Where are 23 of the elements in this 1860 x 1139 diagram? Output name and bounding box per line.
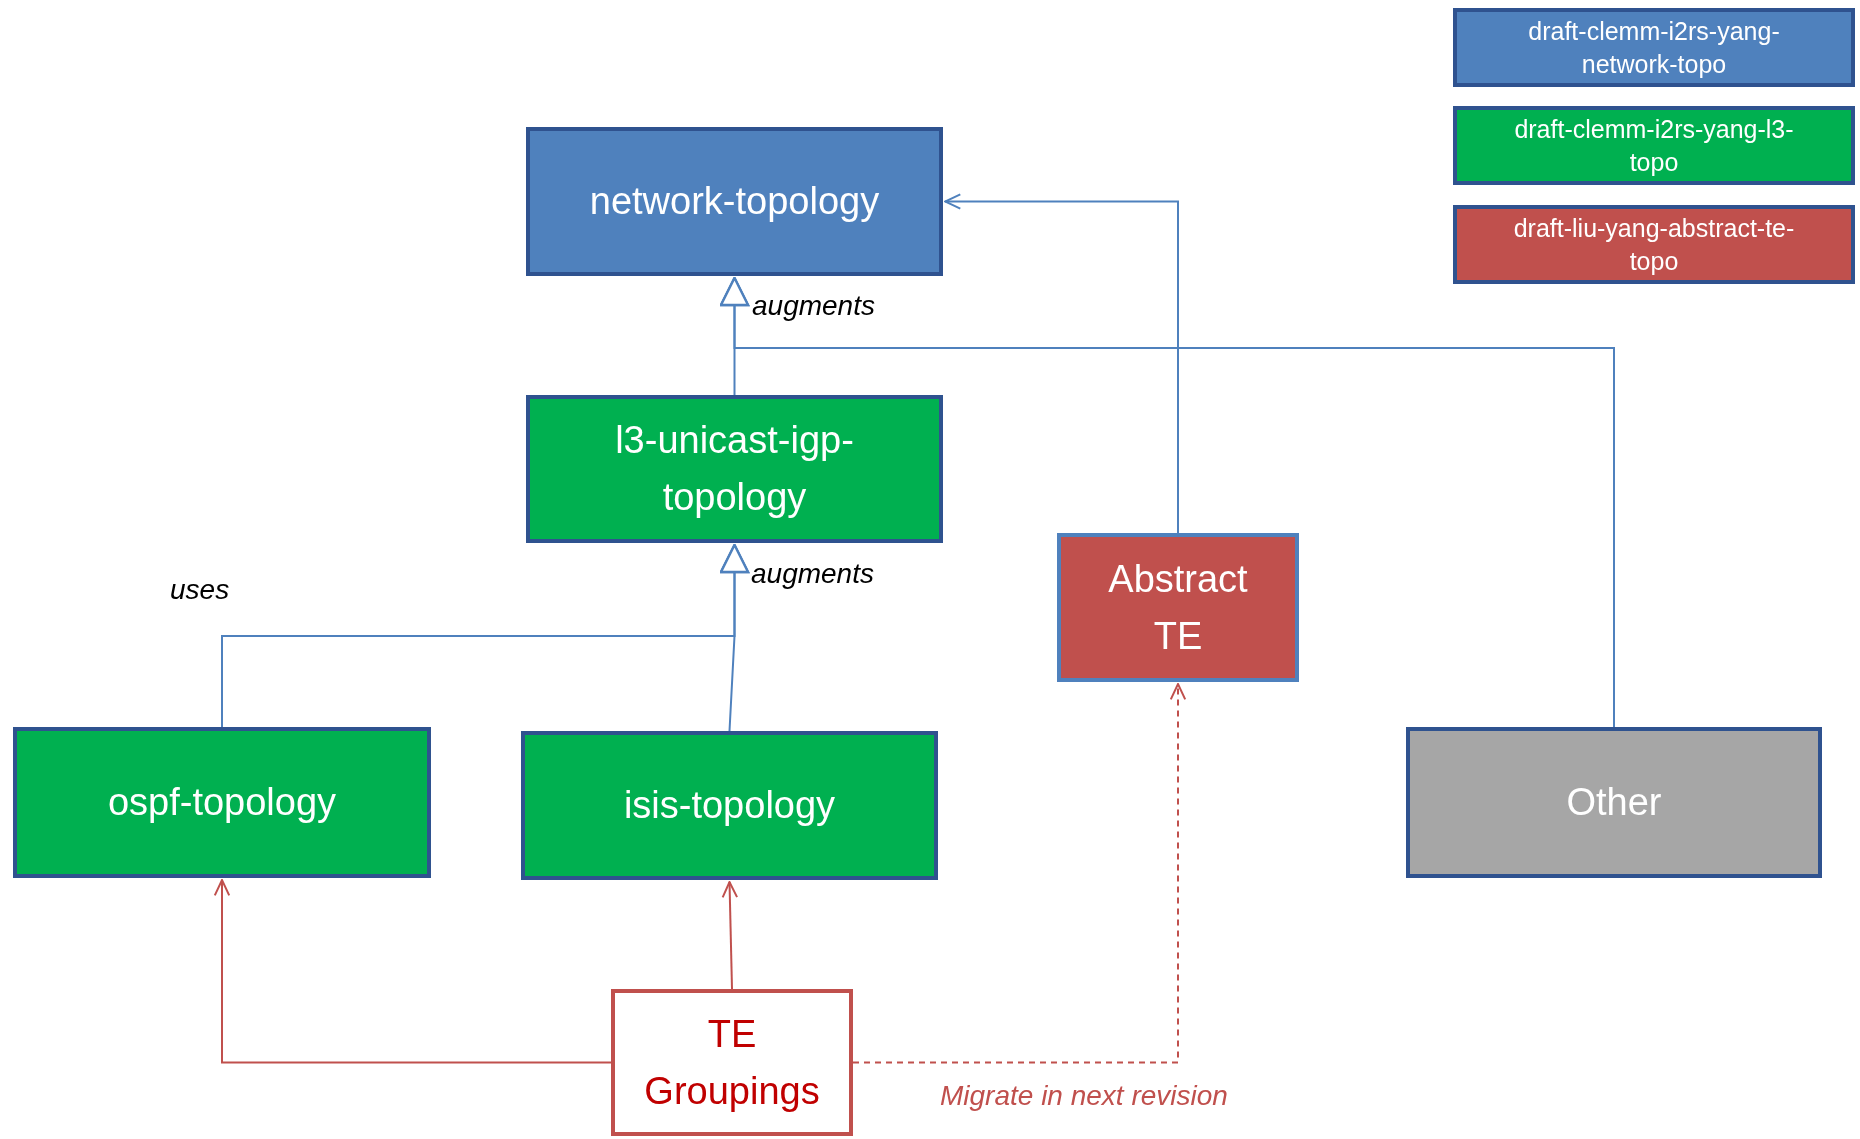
module-box xyxy=(521,731,938,880)
module-box xyxy=(1406,727,1822,878)
legend-text: draft-liu-yang-abstract-te-topo xyxy=(1512,213,1796,277)
module-box xyxy=(526,395,943,543)
grouping-box xyxy=(611,989,853,1136)
node-label: Abstract TE xyxy=(1107,556,1249,659)
arrow xyxy=(221,543,750,728)
node-label: ospf-topology xyxy=(107,780,337,825)
legend-text: draft-clemm-i2rs-yang-l3-topo xyxy=(1513,114,1795,178)
arrow xyxy=(944,193,1179,534)
node-label: TE Groupings xyxy=(643,1011,821,1114)
node-label: isis-topology xyxy=(623,783,836,828)
dashed-arrow xyxy=(852,683,1187,1064)
arrow xyxy=(213,879,612,1064)
node-label: network-topology xyxy=(589,179,880,224)
arrow xyxy=(719,276,1615,728)
module-box xyxy=(13,727,431,878)
module-box xyxy=(526,127,943,276)
node-label: l3-unicast-igp-topology xyxy=(614,418,855,520)
legend-text: draft-clemm-i2rs-yang-network-topo xyxy=(1527,16,1781,80)
node-label: Other xyxy=(1566,780,1662,825)
arrow xyxy=(721,881,739,990)
module-box xyxy=(1057,533,1299,682)
